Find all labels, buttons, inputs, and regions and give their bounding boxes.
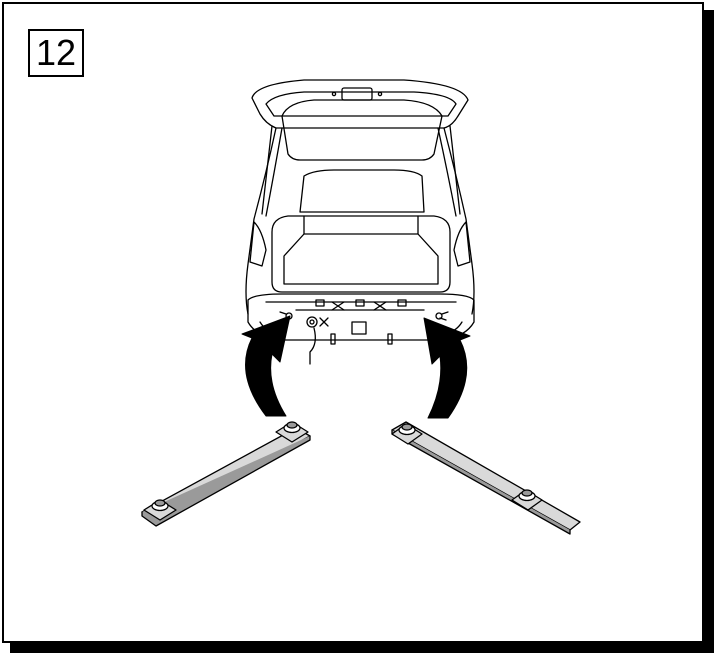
step-number: 12 bbox=[35, 32, 77, 73]
right-mount-point bbox=[435, 311, 449, 321]
assembly-diagram bbox=[141, 79, 581, 535]
tailgate-inner bbox=[265, 91, 457, 117]
rear-window bbox=[281, 99, 443, 161]
bumper-mount-marks bbox=[315, 299, 407, 311]
trunk-floor bbox=[283, 233, 439, 285]
tow-bar-bracket-left bbox=[141, 421, 311, 527]
bracket-left-pad-outer bbox=[143, 499, 177, 521]
step-number-box: 12 bbox=[28, 29, 84, 77]
bracket-right-bar bbox=[391, 421, 581, 531]
tow-bar-bracket-right bbox=[391, 421, 581, 535]
right-pillar bbox=[443, 127, 475, 315]
center-hitch bbox=[351, 321, 367, 335]
trunk-opening bbox=[271, 215, 451, 293]
left-pillar bbox=[245, 127, 277, 315]
left-lamp bbox=[249, 221, 267, 267]
bracket-right-pad-inner bbox=[511, 489, 543, 511]
install-arrow-right bbox=[423, 317, 471, 419]
install-arrow-left bbox=[241, 315, 291, 417]
vehicle-rear-view bbox=[245, 79, 475, 365]
right-lamp bbox=[453, 221, 471, 267]
cabin-window bbox=[299, 169, 425, 213]
tailgate-outline bbox=[251, 79, 469, 129]
bracket-left-pad-inner bbox=[275, 421, 309, 443]
instruction-frame: 12 bbox=[2, 2, 704, 643]
wiring-socket bbox=[306, 316, 329, 365]
bracket-right-pad-outer bbox=[391, 423, 423, 445]
